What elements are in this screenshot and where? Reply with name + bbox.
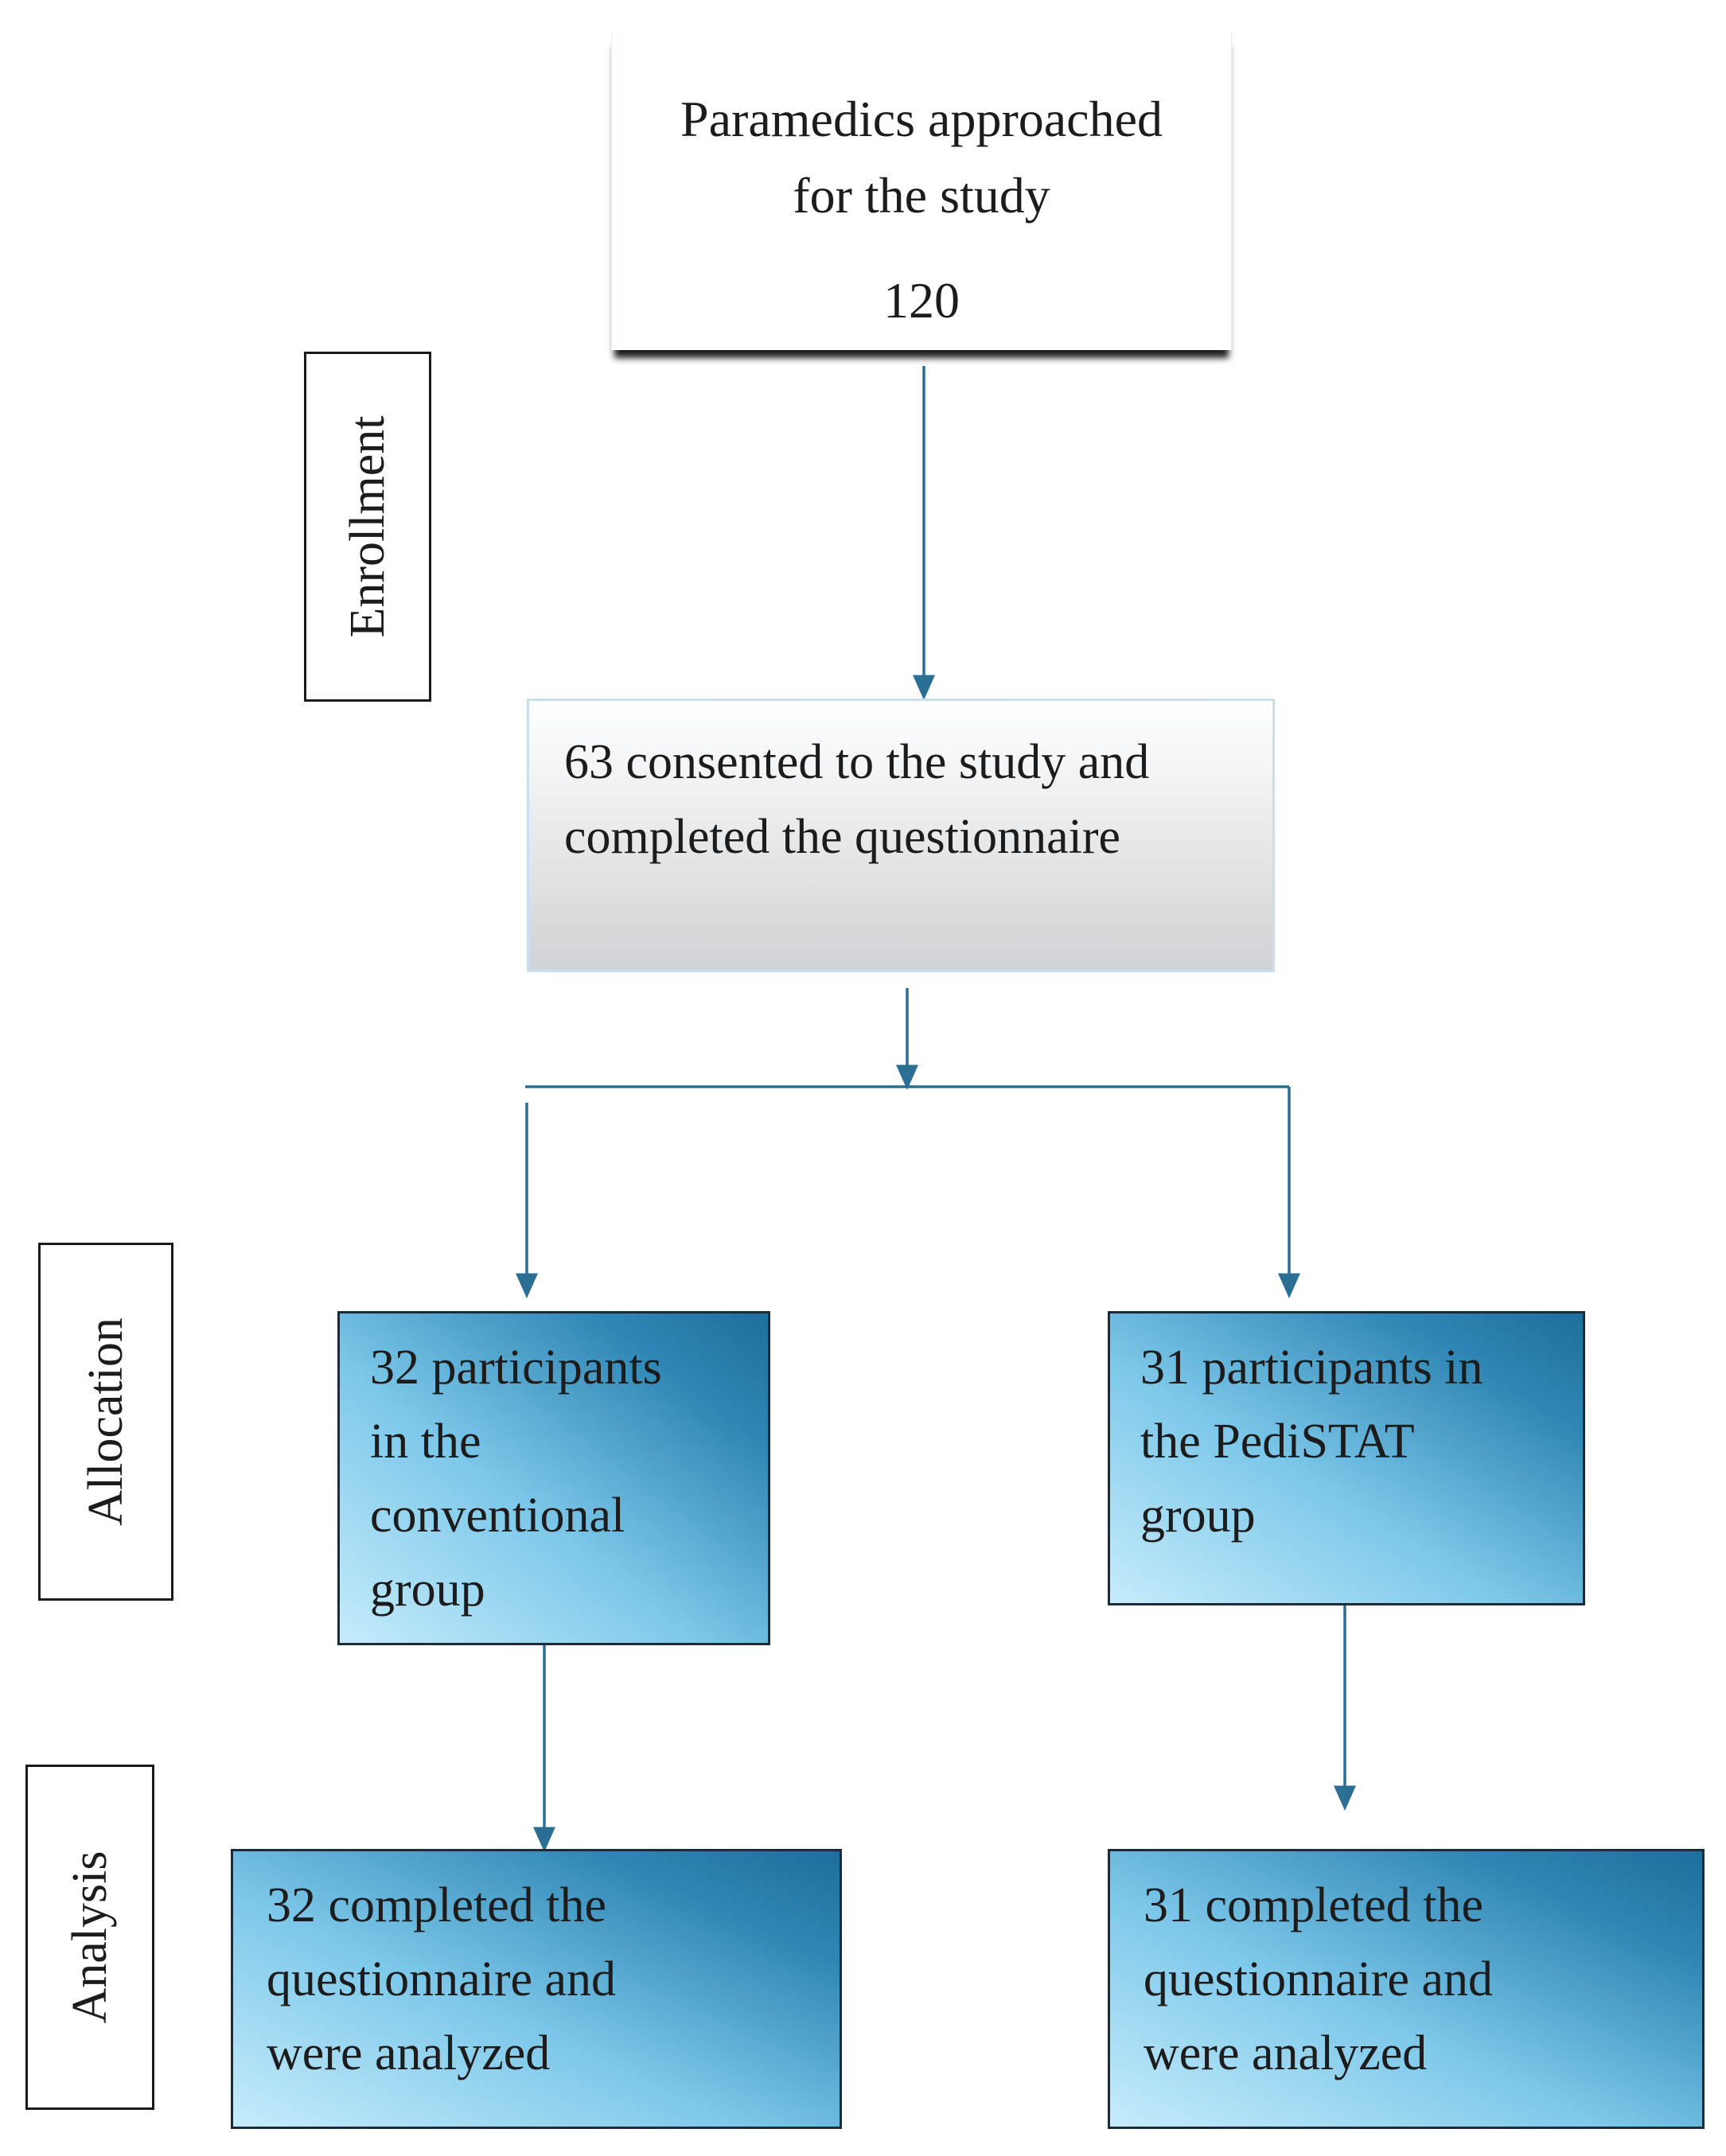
- box-analyzed-pedistat-text: 31 completed the questionnaire and were …: [1144, 1878, 1494, 2080]
- stage-label-enrollment-text: Enrollment: [341, 415, 395, 638]
- box-paramedics-approached: Paramedics approached for the study 120: [611, 32, 1232, 350]
- stage-label-analysis-text: Analysis: [63, 1851, 117, 2024]
- box-analyzed-conventional: 32 completed the questionnaire and were …: [231, 1849, 842, 2129]
- box-paramedics-approached-count: 120: [883, 272, 960, 329]
- box-pedistat-group-text: 31 participants in the PediSTAT group: [1140, 1341, 1483, 1543]
- box-consented: 63 consented to the study and completed …: [527, 699, 1275, 972]
- box-pedistat-group: 31 participants in the PediSTAT group: [1108, 1311, 1585, 1605]
- box-consented-text: 63 consented to the study and completed …: [564, 735, 1150, 864]
- stage-label-enrollment: Enrollment: [304, 352, 431, 702]
- stage-label-allocation: Allocation: [38, 1243, 173, 1601]
- box-conventional-group-text: 32 participants in the conventional grou…: [370, 1341, 662, 1617]
- stage-label-allocation-text: Allocation: [79, 1317, 133, 1526]
- stage-label-analysis: Analysis: [25, 1765, 154, 2110]
- box-paramedics-approached-label: Paramedics approached for the study: [680, 91, 1163, 224]
- box-conventional-group: 32 participants in the conventional grou…: [337, 1311, 770, 1645]
- box-analyzed-pedistat: 31 completed the questionnaire and were …: [1108, 1849, 1705, 2129]
- box-analyzed-conventional-text: 32 completed the questionnaire and were …: [267, 1878, 617, 2080]
